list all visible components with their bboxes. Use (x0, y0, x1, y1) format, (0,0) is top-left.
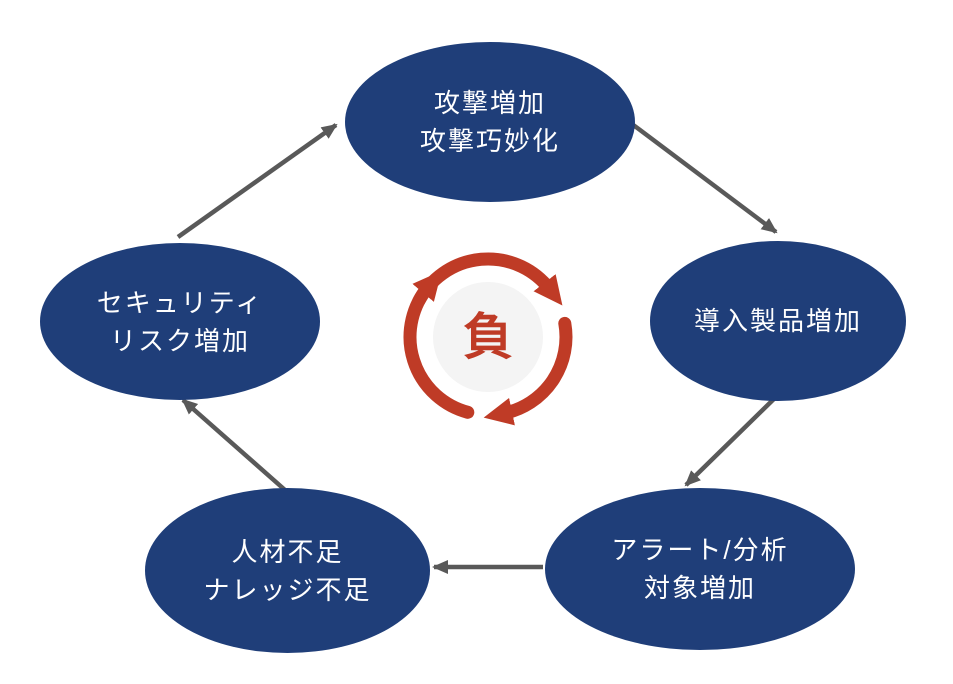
node-label: リスク増加 (109, 325, 250, 356)
node-label: 攻撃巧妙化 (419, 126, 560, 156)
node-label: アラート/分析 (611, 535, 789, 565)
cycle-arc-right (483, 316, 573, 426)
node-alert-targets-increase: アラート/分析 対象増加 (545, 488, 855, 650)
flow-arrow-attack-to-products (626, 119, 778, 234)
flow-arrow-products-to-alerts (684, 391, 782, 487)
node-staff-shortage: 人材不足 ナレッジ不足 (145, 488, 430, 653)
flow-arrow-staff-to-risk (181, 398, 287, 492)
cycle-arc-left (403, 270, 475, 419)
node-label: 対象増加 (643, 573, 756, 603)
node-label: 人材不足 (231, 536, 344, 567)
node-label: セキュリティ (96, 287, 264, 318)
node-security-risk-increase: セキュリティ リスク増加 (40, 243, 320, 400)
center-label: 負 (463, 309, 513, 365)
cycle-arrows-icon (403, 252, 573, 426)
node-label: 導入製品増加 (693, 306, 862, 336)
node-label: 攻撃増加 (433, 88, 546, 118)
center-circle (433, 282, 543, 392)
node-label: ナレッジ不足 (203, 574, 372, 605)
flow-arrow-risk-to-attack (176, 123, 338, 239)
flow-arrows (176, 119, 782, 574)
node-products-increase: 導入製品増加 (650, 241, 906, 401)
node-attack-increase: 攻撃増加 攻撃巧妙化 (345, 42, 635, 202)
